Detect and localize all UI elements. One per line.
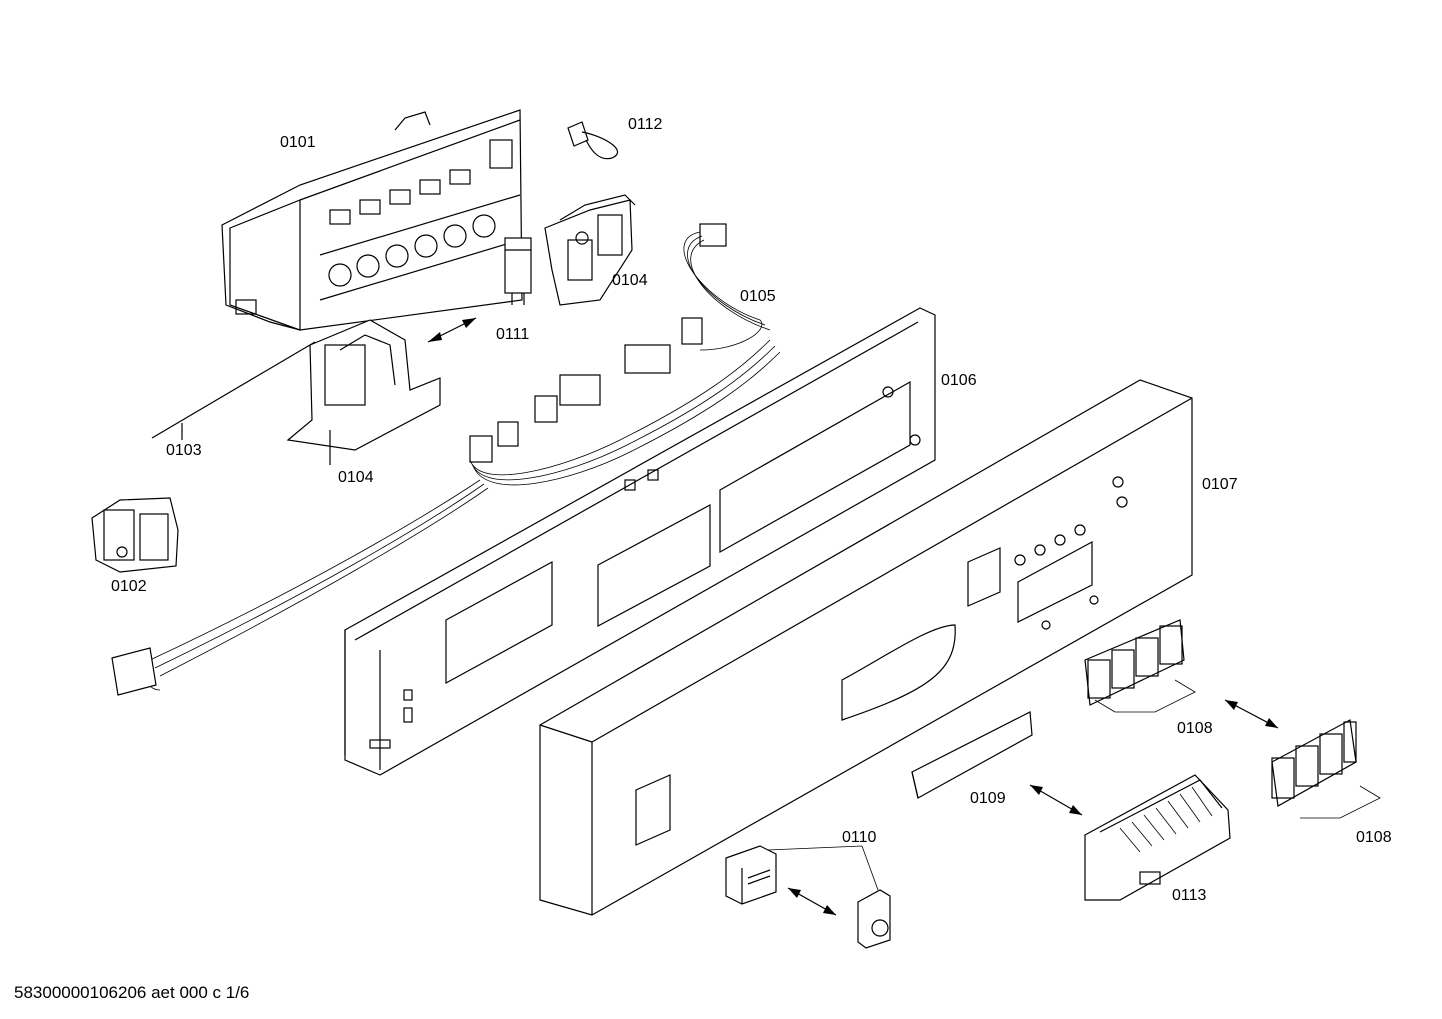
arrow-icon xyxy=(1224,699,1279,729)
part-0109-strip xyxy=(911,711,1033,799)
label-0109: 0109 xyxy=(970,790,1006,807)
part-0107-front-panel xyxy=(539,379,1193,916)
arrow-icon xyxy=(1029,784,1083,816)
label-0104-upper: 0104 xyxy=(612,272,648,289)
part-0102-switch xyxy=(91,497,179,573)
part-0112-connector xyxy=(567,121,619,160)
arrow-icon xyxy=(427,317,477,343)
label-0101: 0101 xyxy=(280,134,316,151)
label-0108-upper: 0108 xyxy=(1177,720,1213,737)
part-0106-mounting-frame xyxy=(344,307,936,776)
part-0110-knob xyxy=(725,845,891,949)
label-0111: 0111 xyxy=(496,326,529,343)
label-0105: 0105 xyxy=(740,288,776,305)
label-0102: 0102 xyxy=(111,578,147,595)
label-0106: 0106 xyxy=(941,372,977,389)
part-0103-reference xyxy=(151,341,316,440)
document-id-footer: 58300000106206 aet 000 c 1/6 xyxy=(14,983,249,1002)
part-0105-wiring-harness xyxy=(111,223,781,696)
label-0104-lower: 0104 xyxy=(338,469,374,486)
part-0104-relay-upper xyxy=(544,194,636,306)
label-0107: 0107 xyxy=(1202,476,1238,493)
part-0113-control-bar xyxy=(1084,774,1231,901)
part-0108-buttons-upper xyxy=(1084,619,1196,713)
label-0110: 0110 xyxy=(842,829,877,846)
part-0108-buttons-lower xyxy=(1271,719,1381,819)
label-0108-lower: 0108 xyxy=(1356,829,1392,846)
label-0112: 0112 xyxy=(628,116,663,133)
arrow-icon xyxy=(787,887,837,916)
part-0111-component xyxy=(504,237,532,305)
label-0113: 0113 xyxy=(1172,887,1207,904)
part-0101-control-module xyxy=(221,109,523,331)
label-0103: 0103 xyxy=(166,442,202,459)
part-0104-relay-lower xyxy=(286,319,441,465)
